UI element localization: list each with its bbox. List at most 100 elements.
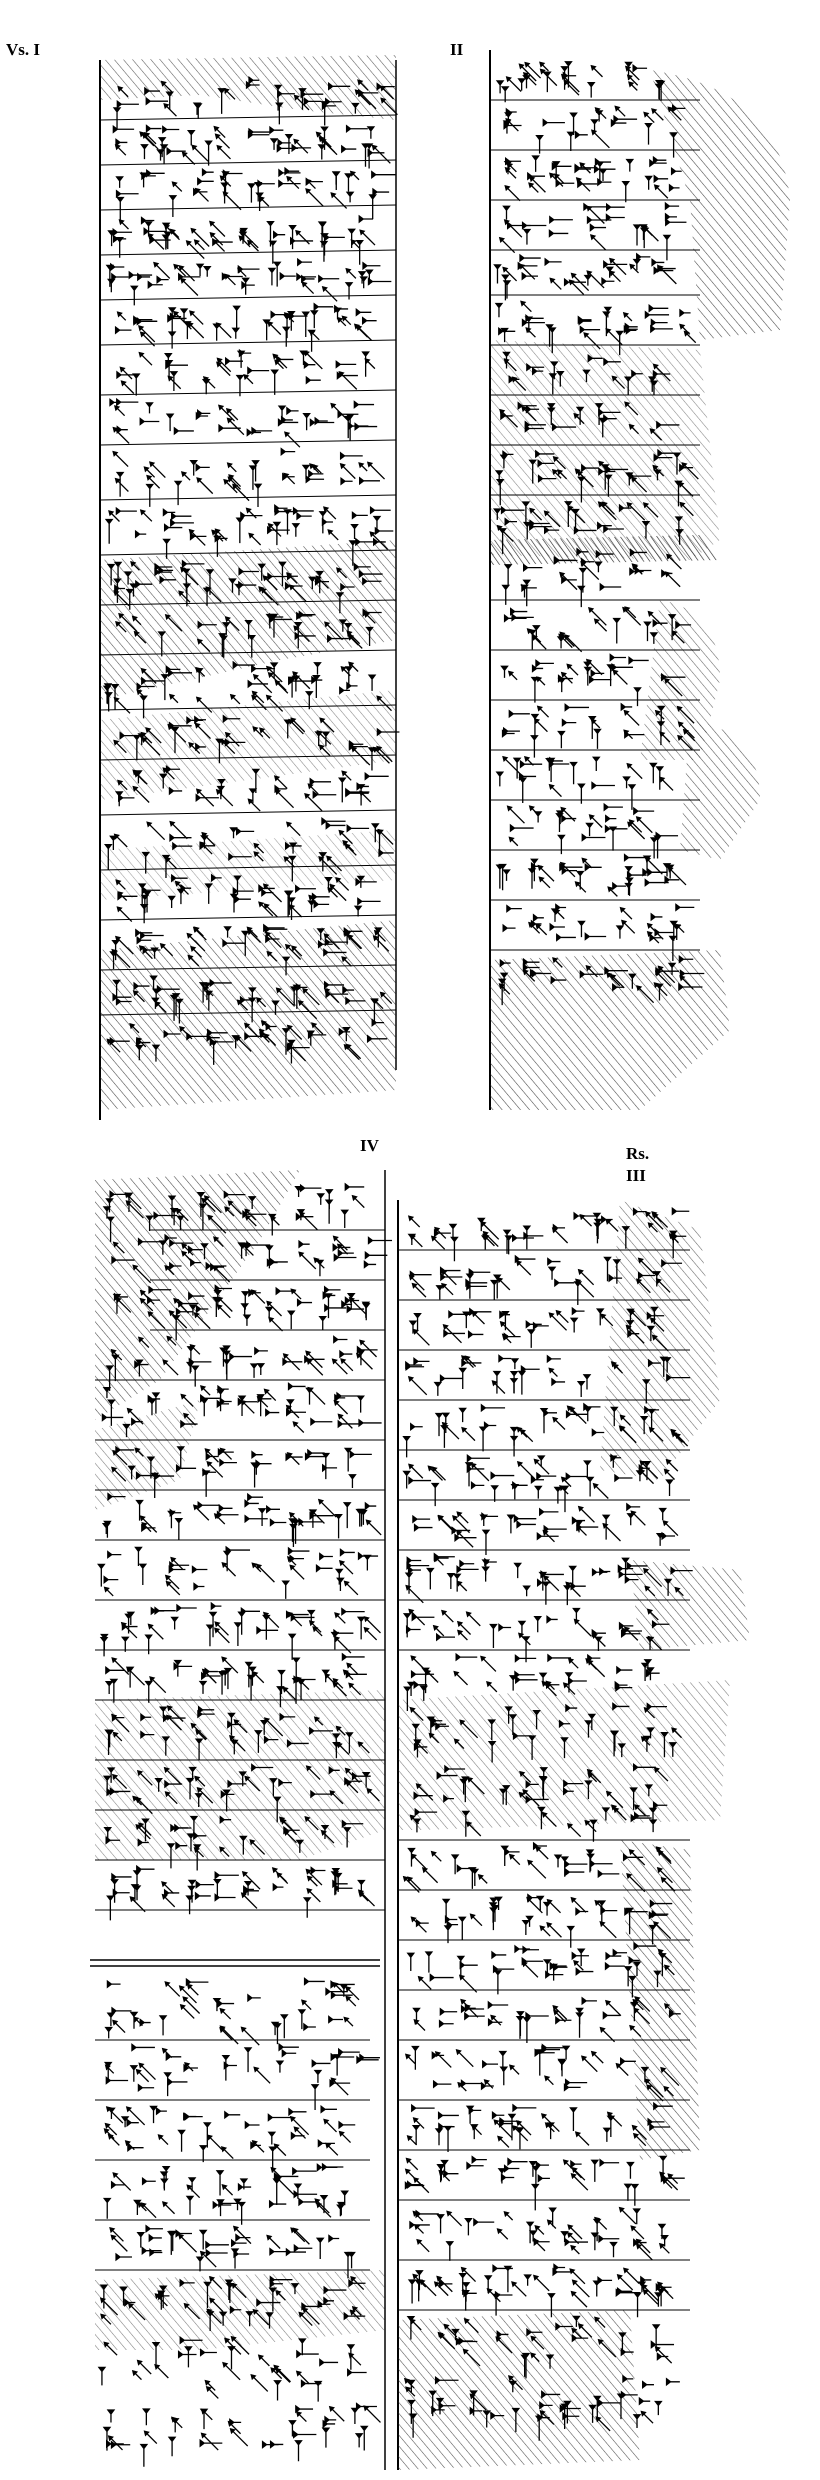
cuneiform-wedge bbox=[203, 2281, 212, 2309]
cuneiform-wedge bbox=[124, 2298, 136, 2307]
cuneiform-wedge bbox=[274, 679, 289, 694]
cuneiform-wedge bbox=[678, 982, 703, 992]
cuneiform-wedge bbox=[329, 883, 347, 902]
cuneiform-wedge bbox=[270, 2367, 283, 2380]
cuneiform-wedge bbox=[113, 405, 126, 417]
cuneiform-wedge bbox=[477, 1873, 488, 1884]
cuneiform-wedge bbox=[573, 1211, 598, 1221]
cuneiform-wedge bbox=[413, 1313, 422, 1331]
cuneiform-wedge bbox=[621, 1626, 642, 1636]
cuneiform-wedge bbox=[599, 2158, 620, 2168]
cuneiform-wedge bbox=[364, 772, 389, 781]
cuneiform-wedge bbox=[426, 1567, 435, 1590]
cuneiform-wedge bbox=[188, 528, 206, 546]
cuneiform-wedge bbox=[407, 1876, 422, 1891]
cuneiform-wedge bbox=[648, 304, 669, 313]
cuneiform-wedge bbox=[522, 563, 543, 572]
cuneiform-wedge bbox=[215, 322, 232, 339]
cuneiform-wedge bbox=[431, 2405, 445, 2415]
cuneiform-wedge bbox=[274, 789, 295, 809]
cuneiform-wedge bbox=[528, 459, 538, 484]
cuneiform-wedge bbox=[202, 376, 216, 389]
cuneiform-wedge bbox=[565, 1410, 588, 1419]
cuneiform-wedge bbox=[222, 938, 246, 948]
cuneiform-wedge bbox=[107, 230, 116, 247]
cuneiform-wedge bbox=[298, 610, 316, 619]
cuneiform-wedge bbox=[657, 448, 675, 458]
cuneiform-wedge bbox=[231, 2238, 247, 2248]
cuneiform-wedge bbox=[146, 821, 166, 841]
cuneiform-wedge bbox=[195, 742, 206, 752]
cuneiform-wedge bbox=[607, 886, 618, 897]
cuneiform-wedge bbox=[665, 2377, 680, 2387]
cuneiform-wedge bbox=[139, 695, 148, 719]
cuneiform-wedge bbox=[419, 1685, 429, 1701]
cuneiform-signs bbox=[97, 1182, 393, 2467]
cuneiform-wedge bbox=[272, 1882, 284, 1892]
cuneiform-wedge bbox=[188, 742, 201, 755]
cuneiform-wedge bbox=[287, 897, 296, 921]
cuneiform-wedge bbox=[493, 1970, 503, 1995]
cuneiform-wedge bbox=[403, 1686, 412, 1712]
cuneiform-wedge bbox=[405, 2386, 416, 2397]
cuneiform-wedge bbox=[338, 2120, 356, 2130]
cuneiform-wedge bbox=[531, 634, 547, 650]
cuneiform-wedge bbox=[429, 1973, 454, 1982]
cuneiform-wedge bbox=[587, 354, 603, 363]
cuneiform-wedge bbox=[154, 2363, 169, 2379]
cuneiform-wedge bbox=[561, 2045, 571, 2060]
cuneiform-wedge bbox=[523, 755, 534, 766]
cuneiform-wedge bbox=[195, 1729, 207, 1741]
cuneiform-wedge bbox=[215, 2170, 225, 2196]
cuneiform-wedge bbox=[304, 1355, 325, 1364]
cuneiform-wedge bbox=[439, 2007, 458, 2017]
cuneiform-wedge bbox=[132, 1264, 152, 1284]
cuneiform-wedge bbox=[214, 1621, 229, 1636]
cuneiform-wedge bbox=[410, 1669, 435, 1679]
cuneiform-wedge bbox=[286, 1024, 303, 1040]
cuneiform-wedge bbox=[166, 146, 186, 156]
cuneiform-wedge bbox=[500, 2173, 515, 2182]
cuneiform-wedge bbox=[555, 903, 567, 912]
cuneiform-wedge bbox=[503, 2164, 520, 2173]
cuneiform-wedge bbox=[366, 1034, 388, 1044]
cuneiform-wedge bbox=[318, 852, 328, 872]
cuneiform-wedge bbox=[190, 1258, 202, 1267]
cuneiform-wedge bbox=[256, 2298, 281, 2307]
cuneiform-wedge bbox=[585, 1849, 595, 1873]
cuneiform-wedge bbox=[164, 856, 178, 870]
cuneiform-wedge bbox=[212, 1265, 231, 1283]
cuneiform-wedge bbox=[497, 2135, 510, 2148]
cuneiform-wedge bbox=[244, 1661, 254, 1688]
cuneiform-wedge bbox=[337, 1413, 353, 1429]
cuneiform-wedge bbox=[213, 1878, 222, 1897]
cuneiform-wedge bbox=[195, 793, 219, 803]
cuneiform-wedge bbox=[664, 571, 681, 588]
cuneiform-wedge bbox=[366, 126, 376, 139]
cuneiform-wedge bbox=[107, 1492, 126, 1501]
cuneiform-wedge bbox=[659, 776, 674, 791]
cuneiform-wedge bbox=[406, 1681, 416, 1696]
cuneiform-wedge bbox=[321, 285, 338, 302]
cuneiform-wedge bbox=[541, 2043, 566, 2053]
cuneiform-wedge bbox=[166, 1843, 176, 1869]
cuneiform-wedge bbox=[230, 2248, 240, 2269]
cuneiform-wedge bbox=[312, 790, 337, 800]
cuneiform-wedge bbox=[623, 376, 633, 396]
cuneiform-wedge bbox=[640, 1662, 650, 1681]
cuneiform-wedge bbox=[145, 402, 154, 414]
cuneiform-wedge bbox=[623, 1966, 633, 1987]
cuneiform-wedge bbox=[192, 1844, 202, 1871]
cuneiform-wedge bbox=[324, 2415, 337, 2425]
cuneiform-wedge bbox=[113, 739, 127, 754]
cuneiform-wedge bbox=[169, 371, 179, 392]
cuneiform-wedge bbox=[158, 566, 174, 575]
cuneiform-wedge bbox=[457, 1629, 468, 1641]
cuneiform-wedge bbox=[185, 1977, 209, 1987]
cuneiform-wedge bbox=[503, 1332, 521, 1341]
cuneiform-wedge bbox=[238, 231, 248, 244]
cuneiform-wedge bbox=[623, 2183, 633, 2201]
cuneiform-wedge bbox=[269, 2279, 283, 2289]
cuneiform-wedge bbox=[251, 690, 265, 704]
cuneiform-wedge bbox=[213, 125, 226, 139]
